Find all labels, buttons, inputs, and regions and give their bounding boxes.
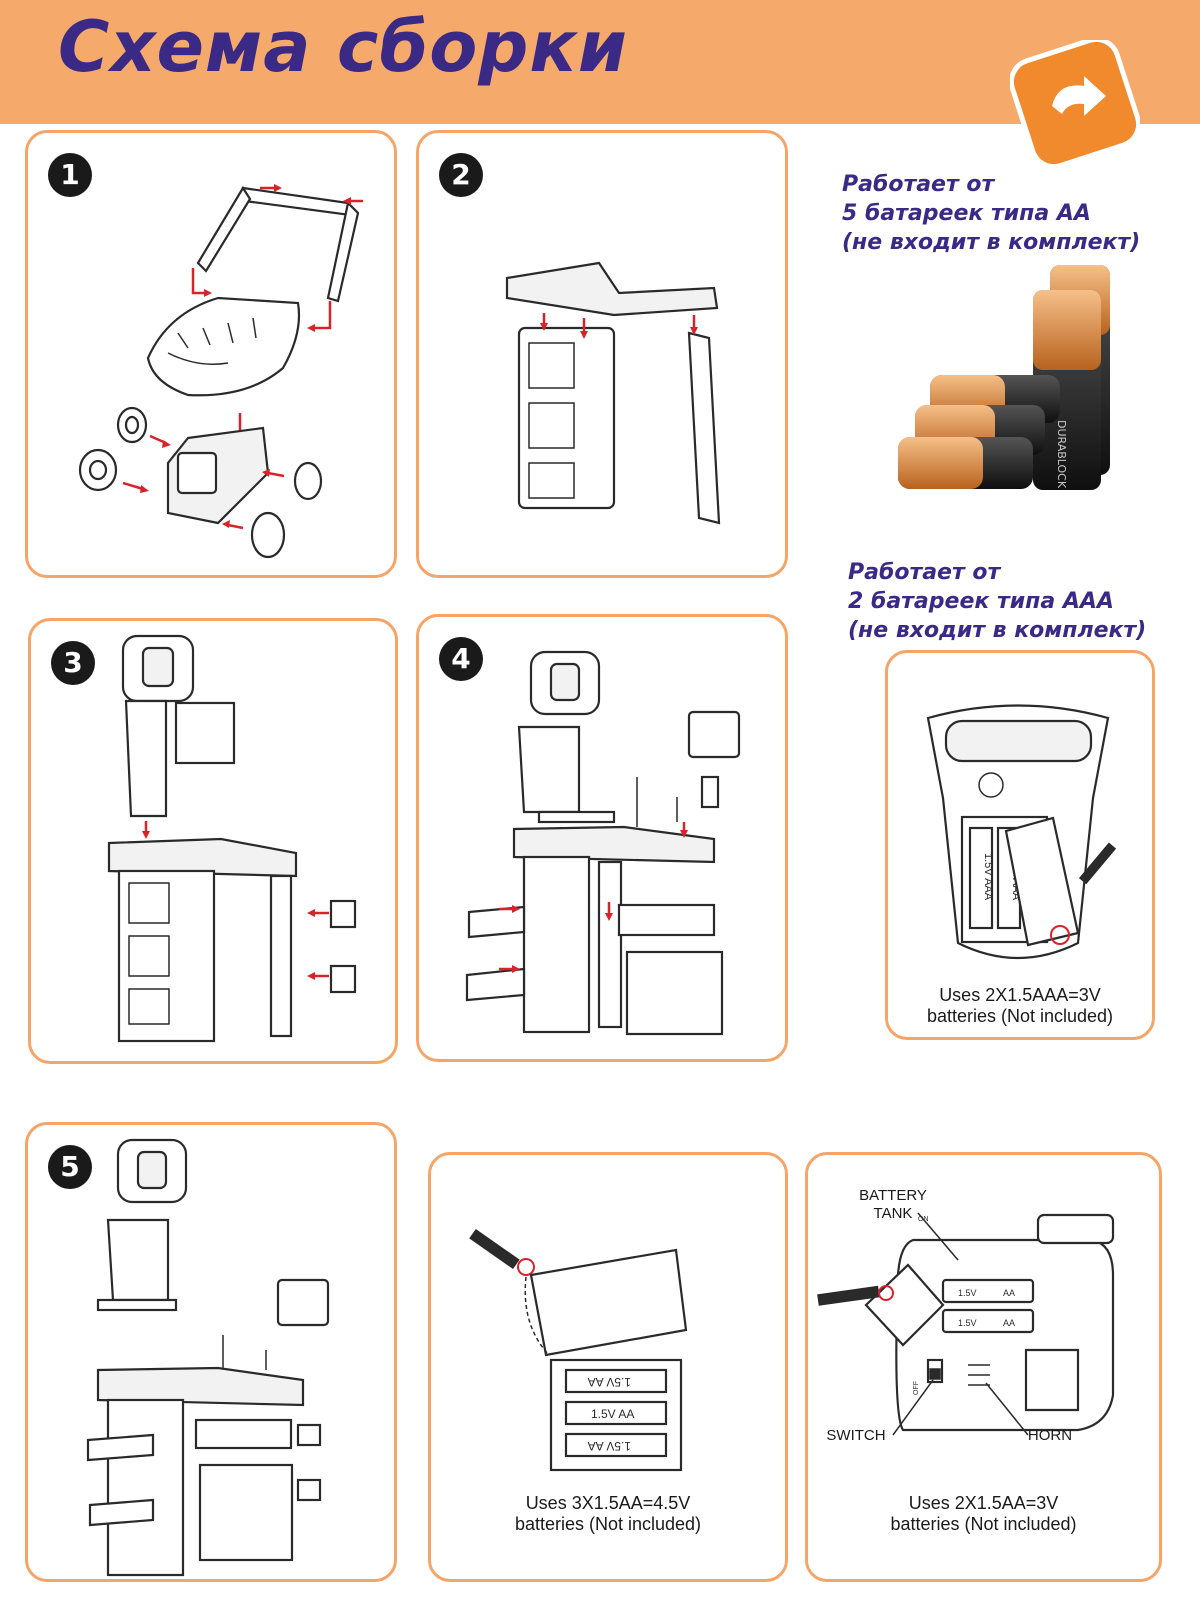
svg-text:1.5V AA: 1.5V AA (591, 1407, 634, 1421)
svg-text:1.5V: 1.5V (958, 1288, 977, 1298)
step-3-panel: 3 (28, 618, 398, 1064)
switch-label: SWITCH (826, 1427, 886, 1444)
note-aaa-batteries: Работает от 2 батареек типа ААА (не вход… (848, 560, 1147, 643)
svg-text:OFF: OFF (913, 1381, 920, 1395)
cart-battery-caption: Uses 2X1.5AA=3V batteries (Not included) (890, 1493, 1077, 1534)
header-bar (0, 0, 1200, 124)
step-5-panel: 5 (25, 1122, 397, 1582)
note-aa-batteries: Работает от 5 батареек типа АА (не входи… (842, 172, 1141, 255)
cart-battery-panel: 1.5V AA 1.5V AA ON OFF BATTERY TANK SWIT… (805, 1152, 1162, 1582)
accessories-assembly-diagram (465, 650, 741, 1036)
register-battery-panel: 1.5V AA 1.5V AA 1.5V AA Uses 3X1.5AA=4.5… (428, 1152, 788, 1582)
svg-text:AA: AA (1003, 1288, 1015, 1298)
step-number: 2 (439, 153, 483, 197)
step-number: 1 (48, 153, 92, 197)
step-2-panel: 2 (416, 130, 788, 578)
step-number: 5 (48, 1145, 92, 1189)
scanner-battery-diagram: 1.5V AAA 1.5V AAA (926, 704, 1117, 960)
assembled-store-diagram (86, 1138, 330, 1577)
svg-text:1.5V AA: 1.5V AA (588, 1375, 631, 1389)
horn-label: HORN (1027, 1427, 1073, 1444)
scanner-battery-panel: 1.5V AAA 1.5V AAA Uses 2X1.5AAA=3V batte… (885, 650, 1155, 1040)
page-title: Схема сборки (58, 6, 628, 88)
redo-arrow-icon (1010, 40, 1140, 165)
svg-text:1.5V AA: 1.5V AA (588, 1439, 631, 1453)
step-1-panel: 1 (25, 130, 397, 578)
register-battery-caption: Uses 3X1.5AA=4.5V batteries (Not include… (514, 1493, 702, 1534)
svg-text:AA: AA (1003, 1318, 1015, 1328)
counter-top-diagram (505, 261, 721, 525)
svg-text:1.5V: 1.5V (958, 1318, 977, 1328)
register-battery-diagram: 1.5V AA 1.5V AA 1.5V AA (469, 1228, 688, 1472)
scanner-battery-caption: Uses 2X1.5AAA=3V batteries (Not included… (926, 985, 1114, 1026)
battery-tank-label: BATTERY TANK (859, 1187, 927, 1222)
shopping-cart-diagram (78, 184, 363, 559)
step-4-panel: 4 (416, 614, 788, 1062)
cart-battery-diagram: 1.5V AA 1.5V AA ON OFF (817, 1212, 1115, 1436)
step-number: 3 (51, 641, 95, 685)
battery-brand: DURABLOCK (1055, 420, 1068, 489)
stand-assembly-diagram (107, 634, 357, 1043)
svg-text:ON: ON (918, 1216, 929, 1223)
step-number: 4 (439, 637, 483, 681)
svg-text:1.5V AAA: 1.5V AAA (982, 853, 994, 901)
